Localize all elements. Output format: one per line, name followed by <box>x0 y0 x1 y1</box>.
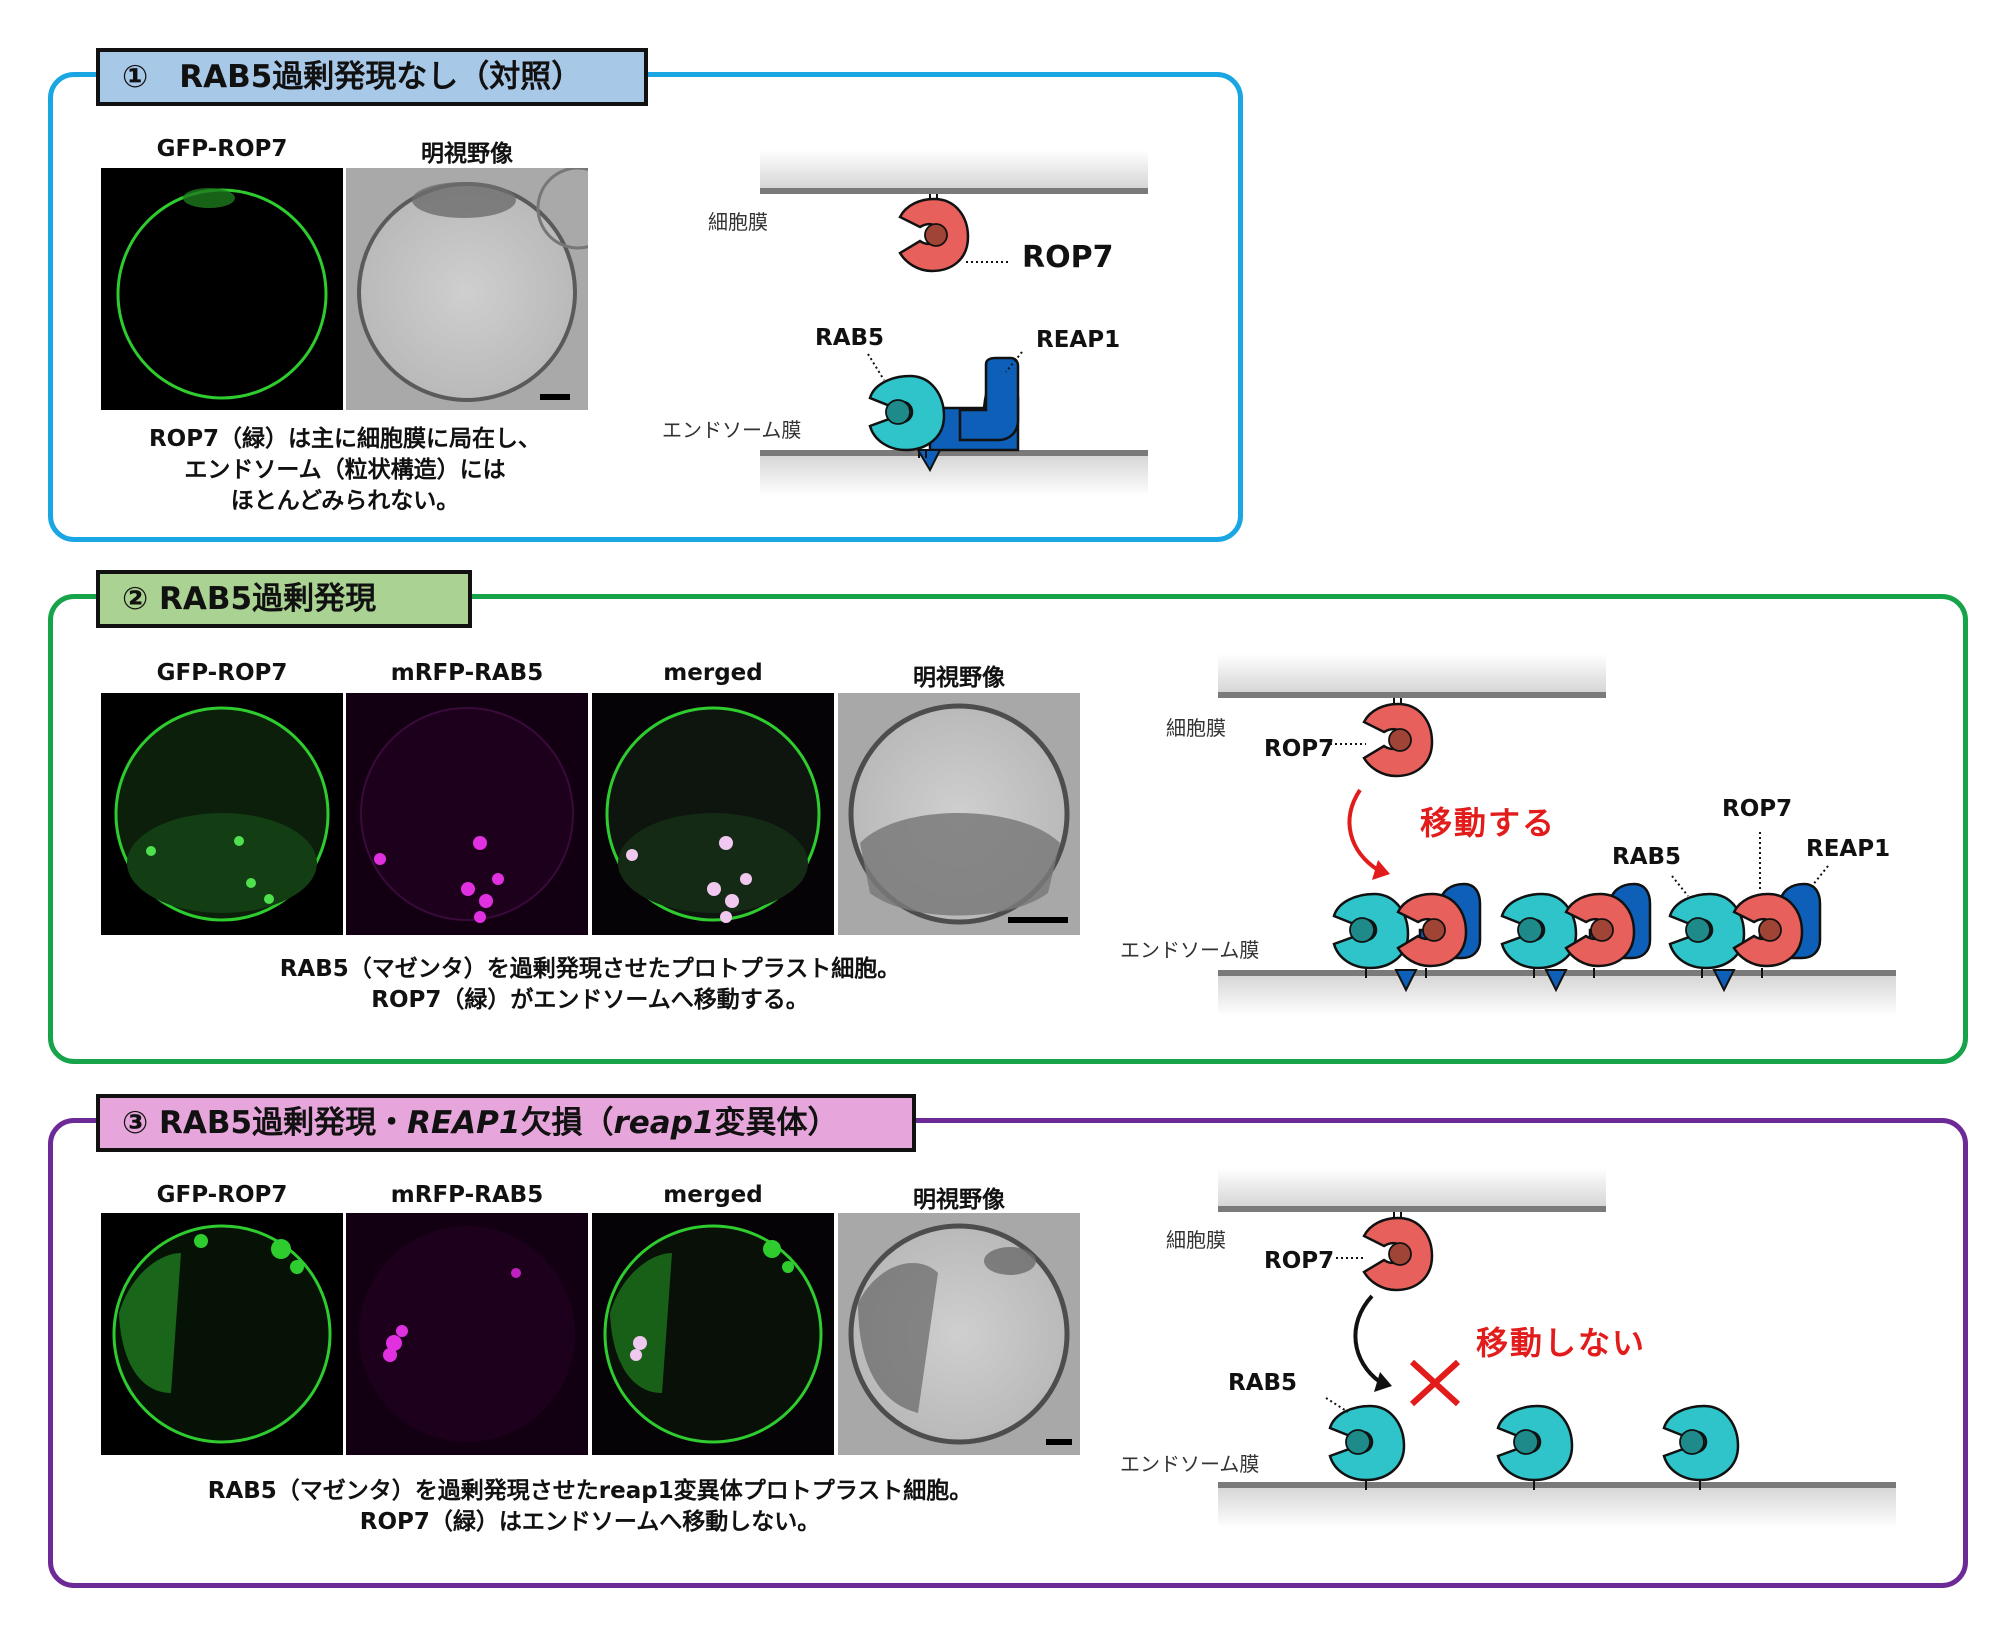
panel-control-caption: ROP7（緑）は主に細胞膜に局在し、 エンドソーム（粒状構造）には ほとんどみら… <box>101 424 589 517</box>
label-plasma-membrane: 細胞膜 <box>1166 1228 1226 1252</box>
plasma-membrane-line <box>760 188 1148 194</box>
label-plasma-membrane: 細胞膜 <box>708 210 768 234</box>
rab5-protein <box>1496 1404 1574 1482</box>
label-endosome-membrane: エンドソーム膜 <box>1120 938 1260 962</box>
caption-line: ROP7（緑）がエンドソームへ移動する。 <box>371 987 809 1013</box>
label-plasma-membrane: 細胞膜 <box>1166 716 1226 740</box>
micrograph-brightfield <box>838 693 1080 935</box>
panel-control-title: ① RAB5過剰発現なし（対照） <box>96 48 648 106</box>
label-rab5: RAB5 <box>1228 1370 1298 1396</box>
micrograph-mrfp-rab5 <box>346 1213 588 1455</box>
panel-rab5-overexpression-caption: RAB5（マゼンタ）を過剰発現させたプロトプラスト細胞。 ROP7（緑）がエンド… <box>180 954 1000 1016</box>
title-part-gene: REAP1 <box>407 1105 521 1141</box>
image-label-rfp: mRFP-RAB5 <box>390 660 544 686</box>
label-rop7: ROP7 <box>1022 240 1114 275</box>
micrograph-brightfield <box>838 1213 1080 1455</box>
image-label-rfp: mRFP-RAB5 <box>390 1182 544 1208</box>
label-reap1: REAP1 <box>1036 327 1121 353</box>
micrograph-gfp-rop7 <box>101 1213 343 1455</box>
rab5-protein <box>1328 1404 1406 1482</box>
image-label-gfp: GFP-ROP7 <box>156 136 288 162</box>
cross-mark-icon <box>1409 1359 1461 1407</box>
micrograph-merged <box>592 1213 834 1455</box>
caption-line: RAB5（マゼンタ）を過剰発現させたreap1変異体プロトプラスト細胞。 <box>207 1478 973 1504</box>
caption-line: RAB5（マゼンタ）を過剰発現させたプロトプラスト細胞。 <box>279 956 901 982</box>
move-arrow <box>1347 788 1380 872</box>
plasma-membrane-shade <box>760 150 1148 188</box>
image-label-brightfield: 明視野像 <box>913 665 1005 691</box>
label-rop7: ROP7 <box>1264 1248 1335 1274</box>
label-no-move: 移動しない <box>1476 1324 1647 1362</box>
label-rab5: RAB5 <box>1612 844 1682 870</box>
complex-1 <box>1332 882 1482 993</box>
panel-reap1-mutant-caption: RAB5（マゼンタ）を過剰発現させたreap1変異体プロトプラスト細胞。 ROP… <box>150 1476 1030 1538</box>
image-label-merged: merged <box>663 660 763 686</box>
caption-line: エンドソーム（粒状構造）には <box>184 457 506 483</box>
image-label-gfp: GFP-ROP7 <box>156 1182 288 1208</box>
title-part: 欠損（ <box>520 1105 614 1141</box>
image-label-gfp: GFP-ROP7 <box>156 660 288 686</box>
panel-rab5-overexpression-title: ② RAB5過剰発現 <box>96 570 472 628</box>
label-endosome-membrane: エンドソーム膜 <box>662 418 802 442</box>
endosome-membrane-shade <box>760 456 1148 496</box>
label-rab5: RAB5 <box>815 325 885 351</box>
caption-line: ほとんどみられない。 <box>230 488 460 514</box>
rop7-protein <box>1362 1216 1434 1292</box>
title-part: 変異体） <box>714 1105 839 1141</box>
micrograph-merged <box>592 693 834 935</box>
image-label-merged: merged <box>663 1182 763 1208</box>
image-label-brightfield: 明視野像 <box>913 1187 1005 1213</box>
micrograph-brightfield <box>346 168 588 410</box>
rab5-protein <box>1662 1404 1740 1482</box>
title-part: ③ RAB5過剰発現・ <box>122 1105 408 1141</box>
blocked-arrow <box>1353 1294 1382 1384</box>
caption-line: ROP7（緑）はエンドソームへ移動しない。 <box>359 1509 821 1535</box>
panel-rab5-overexpression <box>48 594 1968 1064</box>
label-move: 移動する <box>1420 804 1557 842</box>
label-reap1: REAP1 <box>1806 836 1891 862</box>
endosome-membrane-line <box>760 450 1148 456</box>
panel-reap1-mutant-title: ③ RAB5過剰発現・REAP1欠損（reap1変異体） <box>96 1094 916 1152</box>
micrograph-mrfp-rab5 <box>346 693 588 935</box>
complex-3 <box>1668 882 1822 993</box>
title-part-mutant: reap1 <box>613 1105 715 1141</box>
image-label-brightfield: 明視野像 <box>421 141 513 167</box>
panel-reap1-mutant <box>48 1118 1968 1588</box>
label-rop7-endosome: ROP7 <box>1722 796 1793 822</box>
micrograph-gfp-rop7 <box>101 168 343 410</box>
caption-line: ROP7（緑）は主に細胞膜に局在し、 <box>148 426 542 452</box>
micrograph-gfp-rop7 <box>101 693 343 935</box>
complex-2 <box>1500 882 1652 993</box>
label-rop7: ROP7 <box>1264 736 1335 762</box>
label-endosome-membrane: エンドソーム膜 <box>1120 1452 1260 1476</box>
